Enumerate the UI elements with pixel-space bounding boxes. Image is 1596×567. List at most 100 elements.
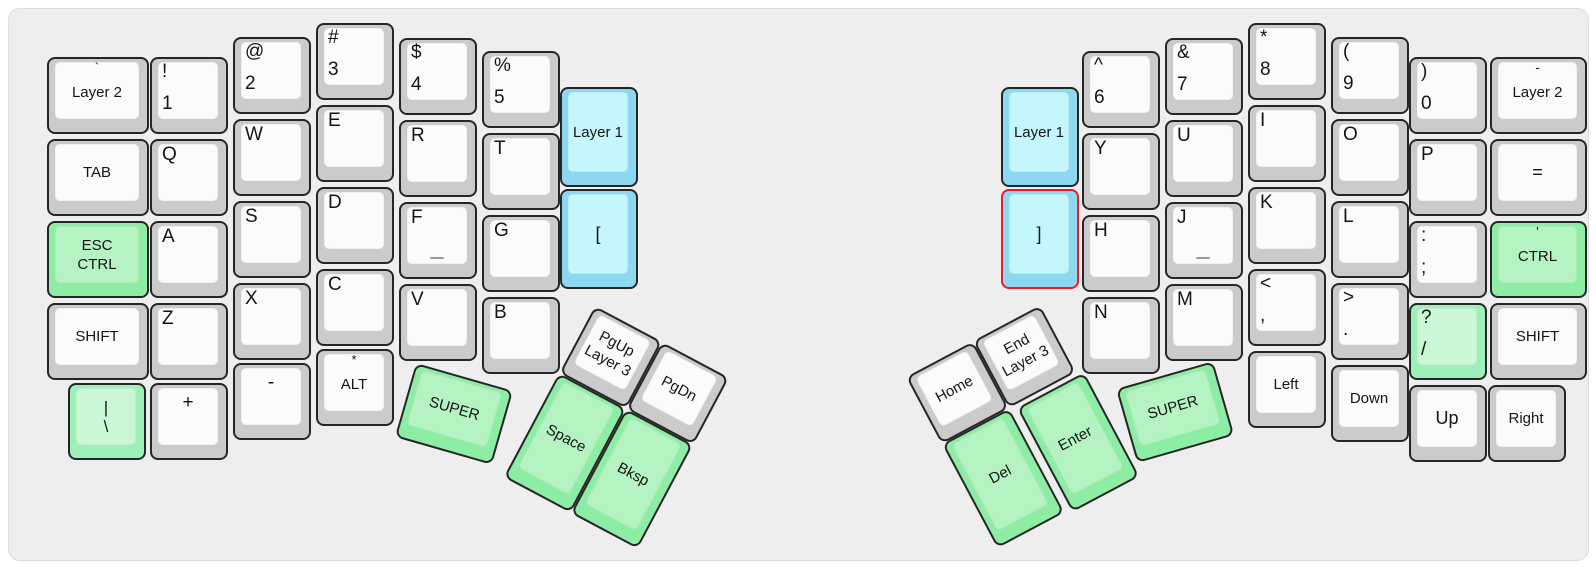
- keycap-face: @2: [241, 41, 301, 99]
- key-label: .: [1343, 319, 1349, 340]
- r-key[interactable]: R: [399, 120, 477, 197]
- o-key[interactable]: O: [1331, 119, 1409, 196]
- key-label: [: [595, 223, 601, 244]
- c-key[interactable]: C: [316, 269, 394, 346]
- key-label: <: [1260, 273, 1272, 294]
- dash-layer2-key[interactable]: -Layer 2: [1490, 57, 1587, 134]
- question-slash-key[interactable]: ?/: [1409, 303, 1487, 380]
- key-label: U: [1177, 125, 1191, 146]
- grave-layer2-key[interactable]: `Layer 2: [47, 57, 149, 134]
- key-label: @: [245, 41, 265, 62]
- lessthan-comma-key[interactable]: <,: [1248, 269, 1326, 346]
- super-left-key[interactable]: SUPER: [394, 363, 514, 465]
- key-label: O: [1343, 124, 1358, 145]
- hash-3-key[interactable]: #3: [316, 23, 394, 100]
- keycap-face: K: [1256, 192, 1316, 249]
- u-key[interactable]: U: [1165, 120, 1243, 197]
- pipe-backslash-key[interactable]: |\: [68, 383, 146, 460]
- keycap-face: D: [324, 192, 384, 249]
- layer1-right-key[interactable]: Layer 1: [1001, 87, 1079, 187]
- equals-key[interactable]: =: [1490, 139, 1587, 216]
- minus-key[interactable]: -: [233, 363, 311, 440]
- right-arrow-key[interactable]: Right: [1488, 385, 1566, 462]
- close-bracket-key[interactable]: ]: [1001, 189, 1079, 289]
- keycap-face: +: [158, 388, 218, 445]
- key-label: ): [1421, 61, 1428, 82]
- lparen-9-key[interactable]: (9: [1331, 37, 1409, 114]
- key-label: Down: [1349, 390, 1389, 407]
- j-key[interactable]: J: [1165, 202, 1243, 279]
- keycap-face: [: [568, 194, 628, 274]
- at-2-key[interactable]: @2: [233, 37, 311, 114]
- x-key[interactable]: X: [233, 283, 311, 360]
- shift-left-key[interactable]: SHIFT: [47, 303, 149, 380]
- b-key[interactable]: B: [482, 297, 560, 374]
- key-label: Space: [543, 420, 590, 456]
- key-label: Del: [986, 461, 1014, 488]
- shift-right-key[interactable]: SHIFT: [1490, 303, 1587, 380]
- left-arrow-key[interactable]: Left: [1248, 351, 1326, 428]
- keycap-face: G: [490, 220, 550, 277]
- key-label: T: [494, 138, 506, 159]
- m-key[interactable]: M: [1165, 284, 1243, 361]
- percent-5-key[interactable]: %5: [482, 51, 560, 128]
- amp-7-key[interactable]: &7: [1165, 38, 1243, 115]
- keycap-face: Z: [158, 308, 218, 365]
- dollar-4-key[interactable]: $4: [399, 38, 477, 115]
- p-key[interactable]: P: [1409, 139, 1487, 216]
- d-key[interactable]: D: [316, 187, 394, 264]
- key-label: TAB: [82, 164, 112, 181]
- keycap-face: T: [490, 138, 550, 195]
- down-arrow-key[interactable]: Down: [1331, 365, 1409, 442]
- up-arrow-key[interactable]: Up: [1409, 385, 1487, 462]
- s-key[interactable]: S: [233, 201, 311, 278]
- keycap-face: SHIFT: [1498, 308, 1577, 365]
- key-label: Layer 2: [1512, 84, 1563, 101]
- super-right-key[interactable]: SUPER: [1116, 361, 1235, 464]
- q-key[interactable]: Q: [150, 139, 228, 216]
- key-label: 2: [245, 73, 256, 94]
- exclam-1-key[interactable]: !1: [150, 57, 228, 134]
- key-label: Left: [1273, 376, 1299, 393]
- caret-6-key[interactable]: ^6: [1082, 51, 1160, 128]
- keycap-face: A: [158, 226, 218, 283]
- i-key[interactable]: I: [1248, 105, 1326, 182]
- keycap-face: B: [490, 302, 550, 359]
- keycap-face: ^6: [1090, 55, 1150, 113]
- keycap-face: E: [324, 110, 384, 167]
- n-key[interactable]: N: [1082, 297, 1160, 374]
- keycap-face: J: [1173, 207, 1233, 264]
- t-key[interactable]: T: [482, 133, 560, 210]
- g-key[interactable]: G: [482, 215, 560, 292]
- k-key[interactable]: K: [1248, 187, 1326, 264]
- f-key[interactable]: F: [399, 202, 477, 279]
- e-key[interactable]: E: [316, 105, 394, 182]
- a-key[interactable]: A: [150, 221, 228, 298]
- keycap-face: Up: [1417, 390, 1477, 447]
- keycap-face: SUPER: [406, 370, 503, 448]
- key-label: 3: [328, 59, 339, 80]
- colon-semicolon-key[interactable]: :;: [1409, 221, 1487, 298]
- layer1-left-key[interactable]: Layer 1: [560, 87, 638, 187]
- asterisk-8-key[interactable]: *8: [1248, 23, 1326, 100]
- l-key[interactable]: L: [1331, 201, 1409, 278]
- z-key[interactable]: Z: [150, 303, 228, 380]
- key-label: SHIFT: [1515, 328, 1560, 345]
- quote-ctrl-key[interactable]: 'CTRL: [1490, 221, 1587, 298]
- greaterthan-period-key[interactable]: >.: [1331, 283, 1409, 360]
- plus-key[interactable]: +: [150, 383, 228, 460]
- key-label: *: [351, 352, 357, 367]
- open-bracket-key[interactable]: [: [560, 189, 638, 289]
- asterisk-alt-key[interactable]: *ALT: [316, 349, 394, 426]
- rparen-0-key[interactable]: )0: [1409, 57, 1487, 134]
- key-label: /: [1421, 339, 1427, 360]
- keycap-face: !1: [158, 61, 218, 119]
- h-key[interactable]: H: [1082, 215, 1160, 292]
- keycap-face: ?/: [1417, 307, 1477, 365]
- tab-key[interactable]: TAB: [47, 139, 149, 216]
- v-key[interactable]: V: [399, 284, 477, 361]
- w-key[interactable]: W: [233, 119, 311, 196]
- y-key[interactable]: Y: [1082, 133, 1160, 210]
